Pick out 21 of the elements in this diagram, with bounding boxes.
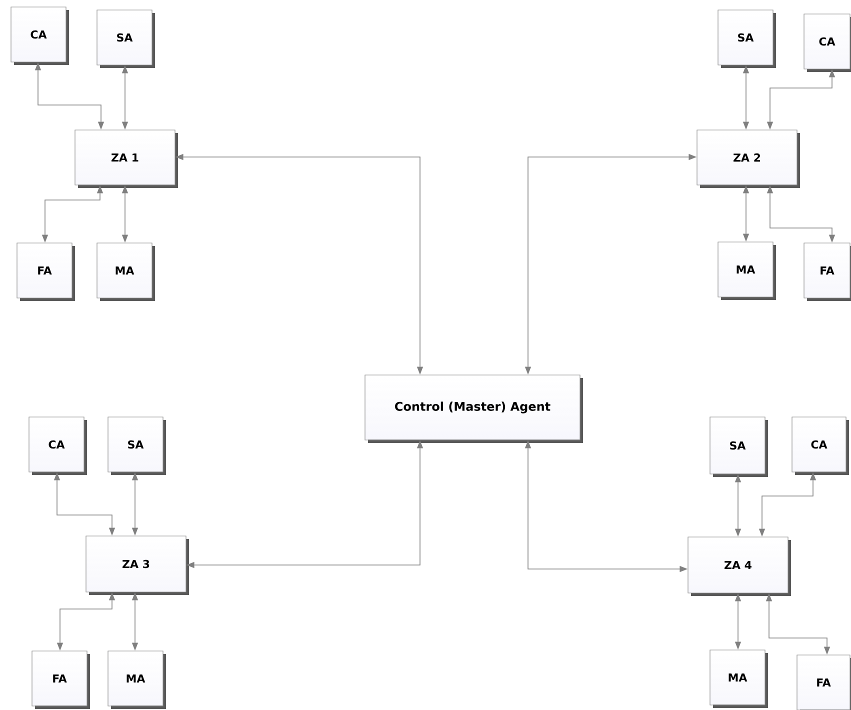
agent-box: FA bbox=[32, 650, 90, 709]
agent-box: SA bbox=[108, 416, 166, 475]
agent-box: MA bbox=[718, 242, 776, 300]
agent-box: CA bbox=[10, 6, 69, 65]
agent-box: ZA 3 bbox=[86, 536, 189, 595]
agent-box: ZA 2 bbox=[696, 130, 800, 188]
agent-box: SA bbox=[710, 416, 768, 477]
agent-box: CA bbox=[804, 14, 851, 72]
agent-box: FA bbox=[16, 242, 75, 301]
agent-box: Control (Master) Agent bbox=[364, 374, 583, 443]
agent-box: FA bbox=[796, 654, 851, 710]
agent-box: MA bbox=[710, 650, 768, 708]
agent-box: MA bbox=[108, 650, 166, 709]
agent-box: ZA 1 bbox=[74, 130, 178, 188]
agent-box: FA bbox=[804, 242, 851, 301]
agent-box: CA bbox=[792, 416, 849, 475]
agent-box: SA bbox=[718, 10, 776, 68]
agent-box: CA bbox=[28, 416, 87, 475]
agent-box: SA bbox=[96, 10, 155, 68]
agent-box: MA bbox=[96, 242, 155, 301]
agent-box: ZA 4 bbox=[688, 536, 791, 596]
